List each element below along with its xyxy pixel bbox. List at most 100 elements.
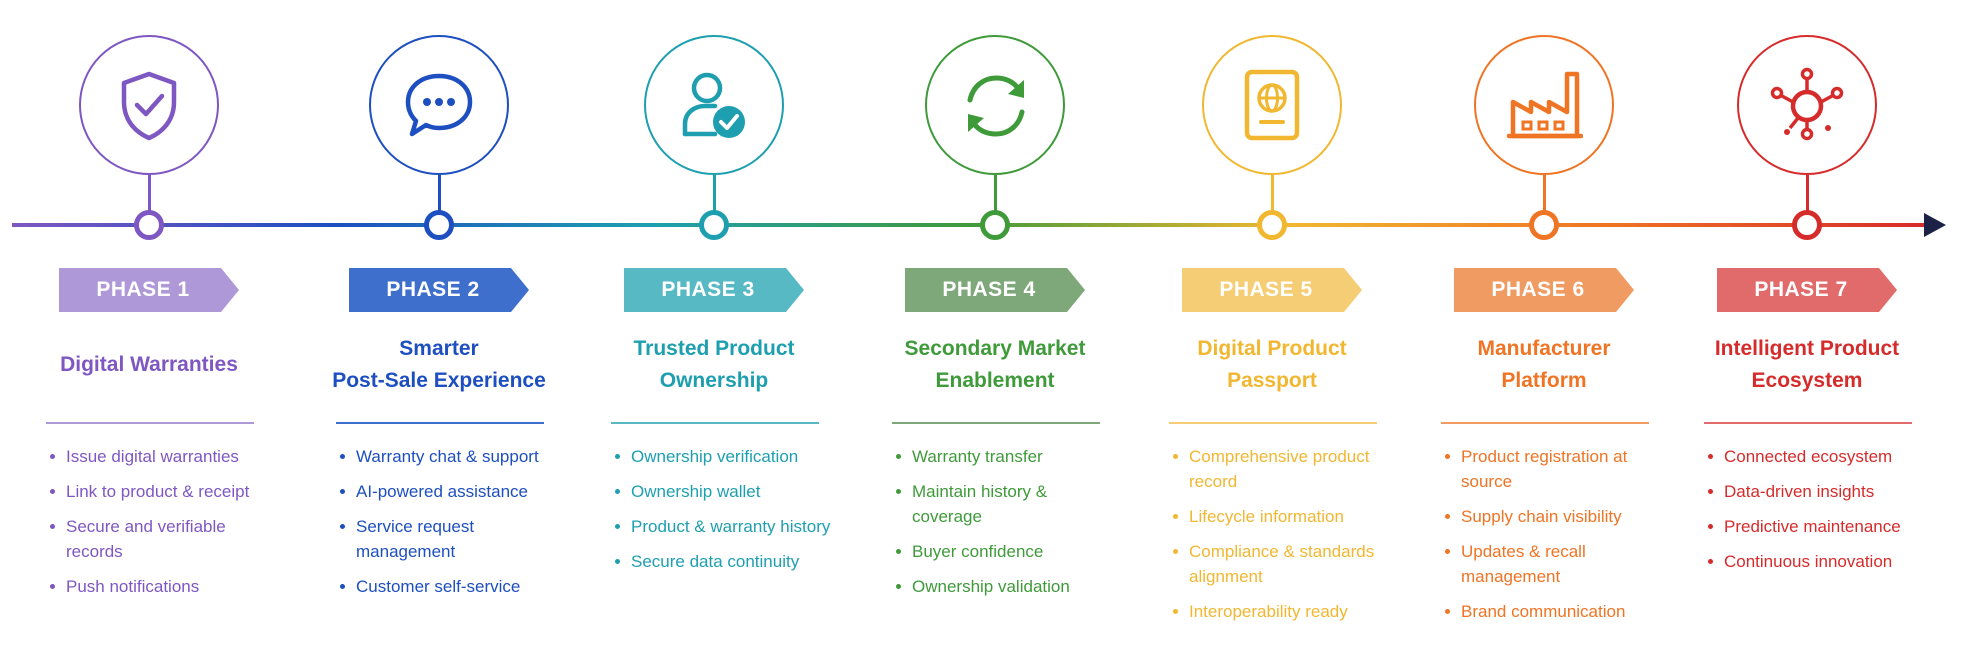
- icon-circle: [925, 35, 1065, 175]
- bullet-dot-icon: [1445, 514, 1450, 519]
- network-hub-icon: [1770, 67, 1844, 141]
- bullet-dot-icon: [50, 454, 55, 459]
- bullet-dot-icon: [896, 584, 901, 589]
- connector-stem: [438, 175, 441, 211]
- timeline-node: [1792, 210, 1822, 240]
- phase-title-line: Digital Product: [1197, 337, 1347, 360]
- phase-badge: PHASE 6: [1454, 268, 1634, 312]
- list-item-text: Lifecycle information: [1189, 507, 1344, 526]
- list-item-text: Predictive maintenance: [1724, 517, 1901, 536]
- connector-stem: [1543, 175, 1546, 211]
- list-item: Secure and verifiable records: [48, 514, 270, 564]
- bullet-dot-icon: [1445, 549, 1450, 554]
- bullet-dot-icon: [615, 559, 620, 564]
- phase-badge: PHASE 5: [1182, 268, 1362, 312]
- icon-circle: [1474, 35, 1614, 175]
- bullet-dot-icon: [50, 524, 55, 529]
- list-item-text: Warranty transfer: [912, 447, 1043, 466]
- phase-title-line: Ownership: [659, 369, 769, 392]
- phase-badge: PHASE 4: [905, 268, 1085, 312]
- list-item-text: Compliance & standards alignment: [1189, 542, 1375, 586]
- list-item: Continuous innovation: [1706, 549, 1928, 574]
- list-item-text: Brand communication: [1461, 602, 1626, 621]
- bullet-dot-icon: [1173, 609, 1178, 614]
- bullet-dot-icon: [1173, 454, 1178, 459]
- bullet-dot-icon: [50, 584, 55, 589]
- list-item: Warranty transfer: [894, 444, 1116, 469]
- icon-circle: [1202, 35, 1342, 175]
- divider: [1441, 422, 1649, 424]
- bullet-dot-icon: [615, 524, 620, 529]
- timeline-node: [1529, 210, 1559, 240]
- bullet-dot-icon: [340, 524, 345, 529]
- icon-circle: [644, 35, 784, 175]
- list-item-text: Supply chain visibility: [1461, 507, 1622, 526]
- divider: [611, 422, 819, 424]
- list-item: Ownership verification: [613, 444, 835, 469]
- bullet-dot-icon: [1173, 549, 1178, 554]
- divider: [1704, 422, 1912, 424]
- bullet-dot-icon: [896, 549, 901, 554]
- list-item: Predictive maintenance: [1706, 514, 1928, 539]
- list-item-text: Issue digital warranties: [66, 447, 239, 466]
- timeline-arrowhead: [1924, 213, 1946, 237]
- list-item-text: Link to product & receipt: [66, 482, 250, 501]
- phase-title-line: Ecosystem: [1751, 369, 1863, 392]
- divider: [1169, 422, 1377, 424]
- list-item-text: Product registration at source: [1461, 447, 1628, 491]
- divider: [892, 422, 1100, 424]
- list-item-text: Ownership validation: [912, 577, 1070, 596]
- connector-stem: [994, 175, 997, 211]
- bullet-dot-icon: [1708, 524, 1713, 529]
- divider: [46, 422, 254, 424]
- phase-title-line: Manufacturer: [1477, 337, 1611, 360]
- connector-stem: [1271, 175, 1274, 211]
- list-item: Comprehensive product record: [1171, 444, 1393, 494]
- phase-title-line: Smarter: [399, 337, 479, 360]
- timeline-node: [134, 210, 164, 240]
- list-item: Updates & recall management: [1443, 539, 1665, 589]
- phase-title: Digital Warranties: [32, 330, 266, 400]
- bullet-dot-icon: [1708, 454, 1713, 459]
- timeline-node: [699, 210, 729, 240]
- phase-title-line: Trusted Product: [633, 337, 795, 360]
- chat-bubble-icon: [405, 73, 473, 137]
- list-item: Supply chain visibility: [1443, 504, 1665, 529]
- timeline-node: [1257, 210, 1287, 240]
- list-item-text: Secure data continuity: [631, 552, 800, 571]
- list-item-text: Interoperability ready: [1189, 602, 1348, 621]
- bullet-dot-icon: [340, 454, 345, 459]
- connector-stem: [713, 175, 716, 211]
- user-check-icon: [682, 72, 745, 138]
- bullet-dot-icon: [1708, 559, 1713, 564]
- timeline-node: [424, 210, 454, 240]
- list-item: Interoperability ready: [1171, 599, 1393, 624]
- list-item: Service request management: [338, 514, 560, 564]
- list-item-text: Comprehensive product record: [1189, 447, 1370, 491]
- bullet-dot-icon: [1708, 489, 1713, 494]
- list-item-text: Customer self-service: [356, 577, 521, 596]
- passport-icon: [1244, 69, 1300, 141]
- list-item: Product & warranty history: [613, 514, 835, 539]
- phase-title-line: Post-Sale Experience: [332, 369, 546, 392]
- phase-badge: PHASE 2: [349, 268, 529, 312]
- list-item: Buyer confidence: [894, 539, 1116, 564]
- phase-title-line: Digital Warranties: [60, 353, 238, 376]
- bullet-dot-icon: [615, 454, 620, 459]
- bullet-dot-icon: [1173, 514, 1178, 519]
- bullet-dot-icon: [615, 489, 620, 494]
- list-item-text: Secure and verifiable records: [66, 517, 226, 561]
- list-item: Secure data continuity: [613, 549, 835, 574]
- list-item-text: Connected ecosystem: [1724, 447, 1893, 466]
